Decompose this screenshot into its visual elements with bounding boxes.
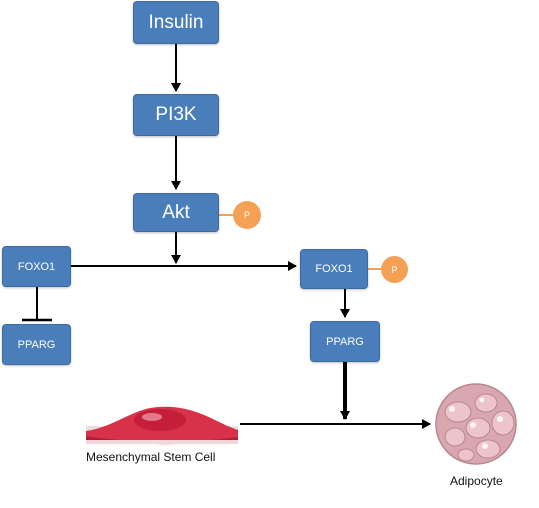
akt-phospho-label: P xyxy=(243,210,250,220)
foxo1-phospho-label: P xyxy=(391,264,398,275)
mesenchymal-stem-cell-image xyxy=(86,406,238,445)
foxo1-node-right: FOXO1 xyxy=(300,249,368,289)
insulin-label: Insulin xyxy=(148,11,204,33)
adipocyte-label: Adipocyte xyxy=(450,474,503,488)
mesenchymal-stem-cell-label: Mesenchymal Stem Cell xyxy=(86,450,216,464)
foxo1-left-label: FOXO1 xyxy=(17,260,56,273)
pparg-left-label: PPARG xyxy=(17,338,56,351)
akt-label: Akt xyxy=(162,201,190,223)
pi3k-label: PI3K xyxy=(155,104,197,125)
insulin-node: Insulin xyxy=(133,1,219,44)
foxo1-phospho-circle: P xyxy=(381,256,408,283)
foxo1-right-label: FOXO1 xyxy=(315,263,353,275)
foxo1-node-left: FOXO1 xyxy=(2,246,71,287)
pparg-right-label: PPARG xyxy=(326,335,364,348)
pparg-node-left: PPARG xyxy=(2,324,71,365)
pparg-node-right: PPARG xyxy=(310,321,380,362)
adipocyte-image xyxy=(435,383,517,465)
akt-phospho-circle: P xyxy=(233,201,261,229)
akt-node: Akt xyxy=(133,193,219,232)
pi3k-node: PI3K xyxy=(133,94,219,136)
